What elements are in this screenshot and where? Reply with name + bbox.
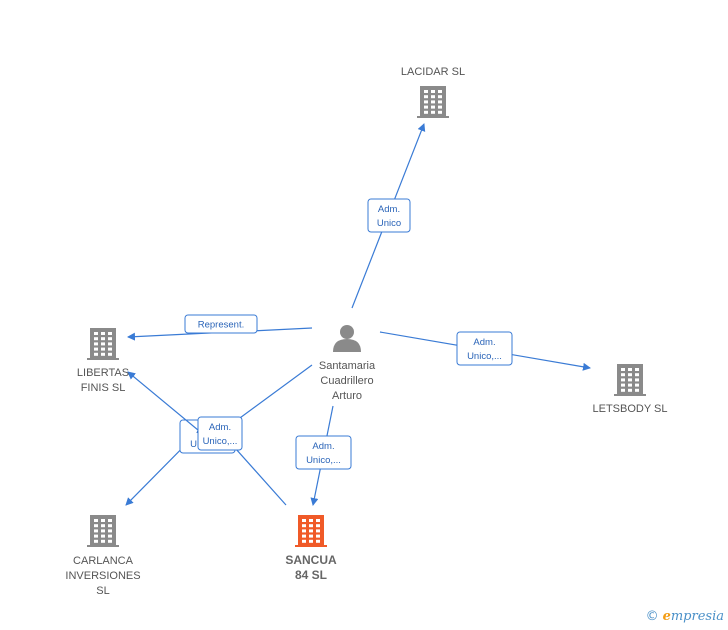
edge-label-text: Adm. <box>473 337 495 348</box>
node-label: CARLANCA <box>73 555 134 567</box>
edge-label-box[interactable]: Represent. <box>184 314 258 334</box>
edge-e-person-carlanca: Adm. Unico,... <box>127 364 313 451</box>
edge-label-text: Represent. <box>198 320 244 331</box>
node-carlanca[interactable]: CARLANCA INVERSIONES SL <box>65 515 141 597</box>
node-label: SANCUA <box>285 553 337 567</box>
edge-label-box[interactable]: Adm. Unico,... <box>197 416 243 451</box>
edge-e-libertas: Represent. <box>127 314 313 341</box>
edge-label-border <box>197 416 243 451</box>
edge-label-border <box>456 331 513 366</box>
node-libertas[interactable]: LIBERTAS FINIS SL <box>77 328 129 394</box>
edge-e-lacidar: Adm. Unico <box>351 123 426 309</box>
node-label: Cuadrillero <box>320 375 373 387</box>
edge-label-border <box>184 314 258 334</box>
brand-initial: e <box>662 609 671 624</box>
node-label: 84 SL <box>295 568 327 582</box>
node-letsbody[interactable]: LETSBODY SL <box>593 364 668 415</box>
edge-label-text: Unico <box>377 218 401 229</box>
edge-e-sancua: Adm. Unico,... <box>295 405 352 506</box>
node-lacidar[interactable]: LACIDAR SL <box>401 66 465 118</box>
edge-label-text: Adm. <box>312 441 334 452</box>
node-label: SL <box>96 585 109 597</box>
edge-label-border <box>367 198 411 233</box>
edge-label-text: Adm. <box>209 422 231 433</box>
building-icon <box>87 515 119 547</box>
node-label: FINIS SL <box>81 382 126 394</box>
person-icon <box>333 325 361 352</box>
node-label: INVERSIONES <box>65 570 140 582</box>
node-label: LIBERTAS <box>77 367 129 379</box>
node-label: Santamaria <box>319 360 376 372</box>
edge-label-border <box>295 435 352 470</box>
node-label: LACIDAR SL <box>401 66 465 78</box>
edge-label-box[interactable]: Adm. Unico <box>367 198 411 233</box>
brand-name: mpresia <box>670 609 724 624</box>
building-icon <box>87 328 119 360</box>
copyright-symbol: © <box>645 609 659 624</box>
building-icon <box>614 364 646 396</box>
brand-logo: ©empresia <box>646 609 724 624</box>
building-icon <box>295 515 327 547</box>
edge-label-box[interactable]: Adm. Unico,... <box>295 435 352 470</box>
edge-label-text: Unico,... <box>467 351 502 362</box>
building-icon <box>417 86 449 118</box>
edge-label-text: Unico,... <box>306 455 341 466</box>
edge-label-text: Unico,... <box>203 436 238 447</box>
edge-label-text: Adm. <box>378 204 400 215</box>
node-label: LETSBODY SL <box>593 403 668 415</box>
edge-e-letsbody: Adm. Unico,... <box>379 331 591 371</box>
node-label: Arturo <box>332 390 362 402</box>
edge-label-box[interactable]: Adm. Unico,... <box>456 331 513 366</box>
